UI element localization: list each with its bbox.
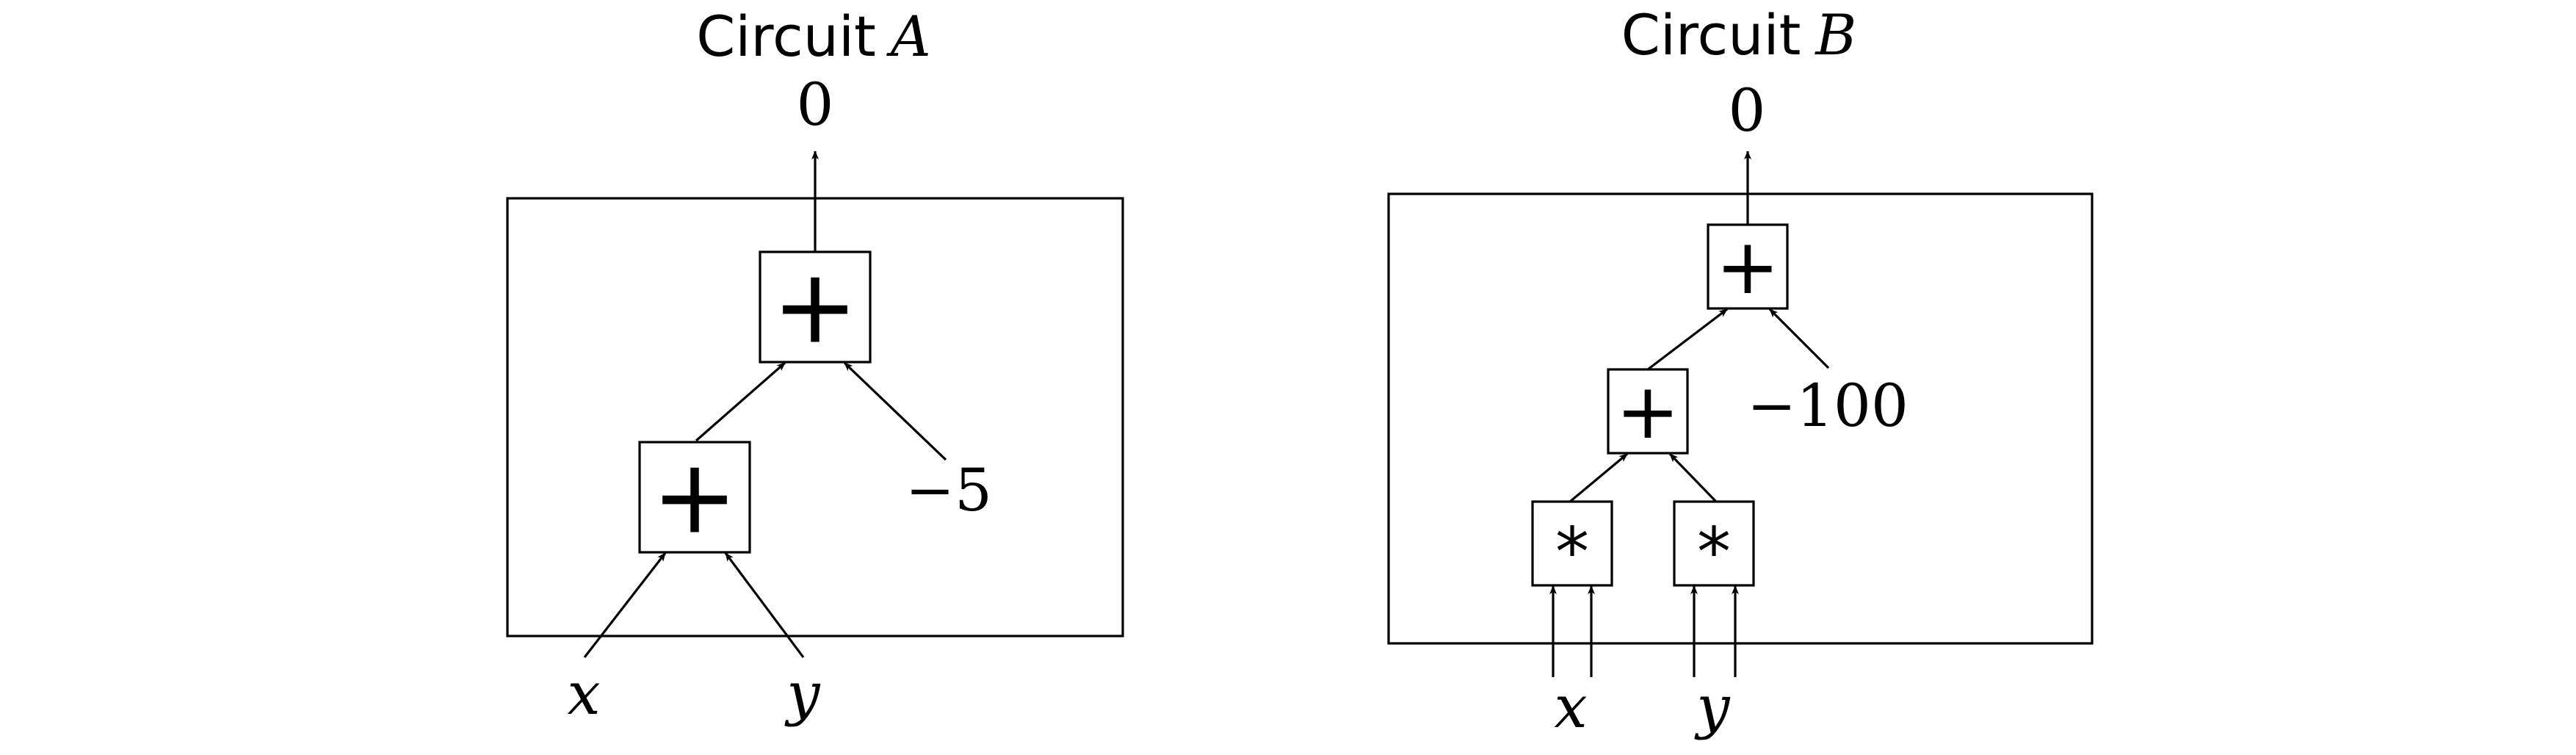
circuit-b-boundary [1387,192,2094,645]
circuit-a-wire-x [583,552,667,658]
circuit-a-wire-y [724,552,805,658]
circuit-a-title-word: Circuit [696,4,876,69]
circuit-a-add-symbol-top: + [772,248,858,367]
circuit-b-wire-muly-to-mid [1668,452,1718,503]
circuit-b-multiply-gate-y: * [1673,500,1755,592]
circuit-b-add-gate-top: + [1707,222,1789,311]
circuit-b-add-symbol-mid: + [1616,366,1679,456]
circuit-a-title: Circuit A [696,4,931,69]
circuit-b-output-label: 0 [1729,76,1766,145]
circuit-a-wire-const-to-top [843,361,947,461]
circuit-b-multiply-symbol-x: * [1555,513,1589,592]
circuit-a-input-x: x [567,660,600,728]
circuit-a-constant-label: −5 [905,456,992,524]
circuit-b: Circuit B 0 + + * * [1387,2,2094,741]
circuit-a-output-label: 0 [797,71,834,139]
circuit-b-input-x: x [1554,673,1587,741]
circuit-a-add-gate-top: + [759,248,872,367]
circuit-b-add-gate-mid: + [1607,366,1689,456]
circuit-b-multiply-symbol-y: * [1697,513,1731,592]
circuit-a-input-y: y [784,660,821,728]
circuit-b-title-letter: B [1814,2,1856,68]
circuit-b-title-word: Circuit [1621,2,1801,68]
circuit-b-input-y: y [1694,673,1731,741]
circuit-a-add-gate-inner: + [638,438,751,557]
circuit-a-add-symbol-inner: + [651,438,737,557]
circuit-b-wire-const-to-top [1768,308,1830,369]
circuit-b-wire-mid-to-top [1647,308,1728,371]
circuit-b-constant-label: −100 [1747,372,1909,440]
circuit-b-add-symbol-top: + [1715,222,1779,311]
circuit-a-title-letter: A [886,4,931,69]
circuit-a-wire-inner-to-top [695,361,786,442]
circuit-b-title: Circuit B [1621,2,1856,68]
circuit-b-multiply-gate-x: * [1531,500,1613,592]
circuit-a: Circuit A 0 + + −5 x y [506,4,1124,728]
circuit-b-wire-mulx-to-mid [1569,452,1629,503]
